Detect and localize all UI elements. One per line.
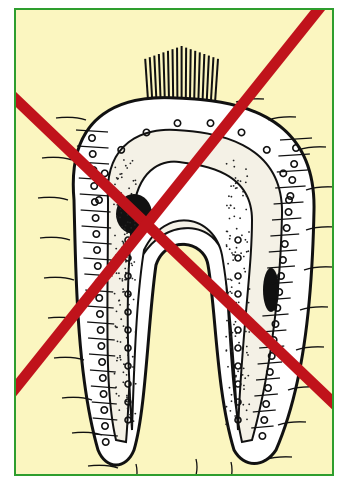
diagram-panel xyxy=(14,8,334,476)
cross-stroke-up xyxy=(16,10,326,400)
red-x-cross-icon xyxy=(16,10,334,476)
cross-stroke-down xyxy=(16,90,334,415)
